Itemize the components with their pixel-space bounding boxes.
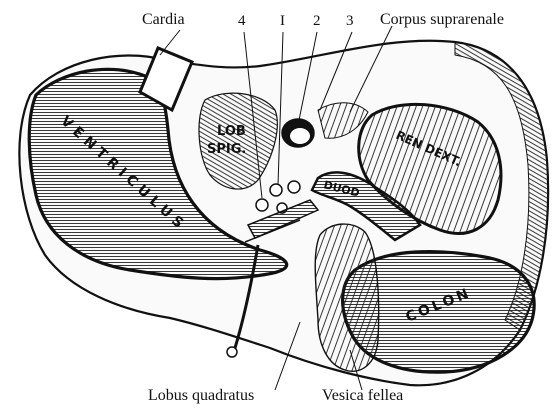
label-2: 2	[313, 14, 321, 29]
label-vesica-fellea: Vesica fellea	[322, 388, 403, 404]
label-3: 3	[346, 14, 354, 29]
label-lobus-quadratus: Lobus quadratus	[148, 388, 254, 404]
label-cardia: Cardia	[142, 12, 185, 28]
lob-spig-label-1: LOB	[217, 124, 246, 139]
lob-spig-label-2: SPIG.	[207, 142, 246, 157]
gallbladder	[315, 224, 378, 371]
label-1: I	[280, 14, 285, 29]
label-4: 4	[238, 14, 246, 29]
label-corpus-suprarenale: Corpus suprarenale	[380, 12, 504, 28]
